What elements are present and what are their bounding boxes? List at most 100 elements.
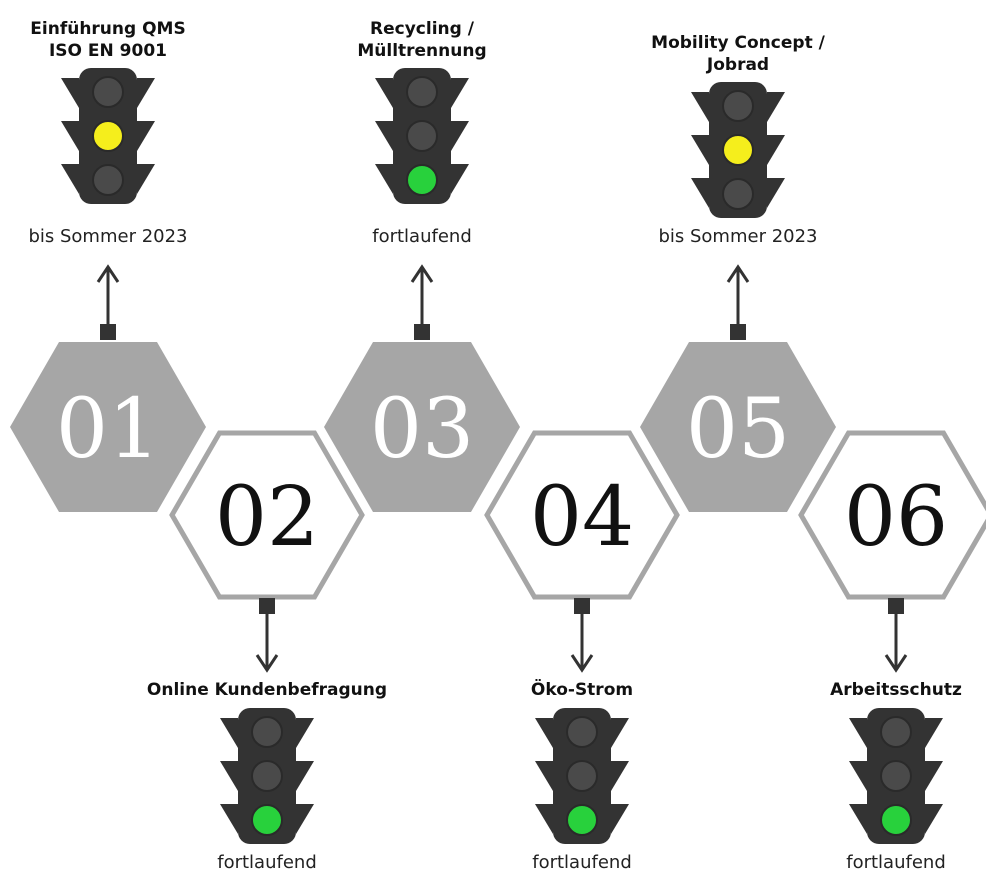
hexagon-04 — [484, 430, 680, 600]
traffic-light-flap — [611, 804, 629, 834]
traffic-light-01 — [61, 68, 155, 204]
traffic-light-flap — [375, 121, 393, 151]
title-03-line-1: Recycling / — [370, 19, 475, 39]
title-04-line-1: Öko-Strom — [531, 678, 633, 700]
traffic-light-flap — [925, 804, 943, 834]
traffic-light-flap — [691, 92, 709, 122]
hexagon-05 — [640, 342, 836, 512]
connector-node-05 — [730, 324, 746, 340]
traffic-light-flap — [137, 121, 155, 151]
green-lamp — [92, 164, 124, 196]
traffic-light-flap — [849, 718, 867, 748]
arrow-down-icon — [884, 654, 908, 673]
arrow-up-icon — [726, 264, 750, 283]
yellow-lamp — [92, 120, 124, 152]
traffic-light-flap — [925, 718, 943, 748]
traffic-light-flap — [61, 78, 79, 108]
yellow-lamp — [722, 134, 754, 166]
traffic-light-flap — [61, 164, 79, 194]
green-lamp — [566, 804, 598, 836]
traffic-light-flap — [451, 164, 469, 194]
green-lamp — [880, 804, 912, 836]
status-03: fortlaufend — [372, 226, 472, 247]
title-01-line-1: Einführung QMS — [30, 19, 185, 39]
hexagon-06 — [798, 430, 986, 600]
green-lamp — [722, 178, 754, 210]
step-number-02: 02 — [215, 470, 319, 565]
red-lamp — [880, 716, 912, 748]
title-03-line-2: Mülltrennung — [357, 41, 486, 61]
hexagon-03 — [324, 342, 520, 512]
traffic-light-flap — [611, 761, 629, 791]
title-06-line-1: Arbeitsschutz — [830, 680, 962, 700]
title-01-line-2: ISO EN 9001 — [49, 41, 167, 61]
status-04: fortlaufend — [532, 852, 632, 873]
traffic-light-flap — [296, 804, 314, 834]
red-lamp — [406, 76, 438, 108]
traffic-light-flap — [535, 761, 553, 791]
step-number-05: 05 — [686, 382, 790, 477]
traffic-light-flap — [61, 121, 79, 151]
traffic-light-02 — [220, 708, 314, 844]
status-06: fortlaufend — [846, 852, 946, 873]
status-05: bis Sommer 2023 — [658, 226, 817, 247]
traffic-light-flap — [220, 718, 238, 748]
title-02-line-1: Online Kundenbefragung — [147, 680, 387, 700]
arrow-up-icon — [410, 264, 434, 283]
traffic-light-flap — [451, 78, 469, 108]
traffic-light-flap — [849, 804, 867, 834]
traffic-light-flap — [849, 761, 867, 791]
traffic-light-flap — [691, 178, 709, 208]
green-lamp — [406, 164, 438, 196]
status-01: bis Sommer 2023 — [28, 226, 187, 247]
connector-node-04 — [574, 598, 590, 614]
yellow-lamp — [251, 760, 283, 792]
traffic-light-03 — [375, 68, 469, 204]
yellow-lamp — [566, 760, 598, 792]
traffic-light-flap — [375, 164, 393, 194]
yellow-lamp — [880, 760, 912, 792]
connector-node-03 — [414, 324, 430, 340]
step-number-01: 01 — [56, 382, 160, 477]
green-lamp — [251, 804, 283, 836]
traffic-light-05 — [691, 82, 785, 218]
red-lamp — [251, 716, 283, 748]
traffic-light-flap — [137, 78, 155, 108]
traffic-light-04 — [535, 708, 629, 844]
traffic-light-flap — [925, 761, 943, 791]
traffic-light-flap — [220, 761, 238, 791]
traffic-light-flap — [535, 804, 553, 834]
step-number-03: 03 — [370, 382, 474, 477]
hexagon-02 — [169, 430, 365, 600]
yellow-lamp — [406, 120, 438, 152]
traffic-light-flap — [375, 78, 393, 108]
traffic-light-flap — [220, 804, 238, 834]
traffic-light-flap — [296, 761, 314, 791]
connector-node-02 — [259, 598, 275, 614]
traffic-light-flap — [137, 164, 155, 194]
status-02: fortlaufend — [217, 852, 317, 873]
traffic-light-flap — [767, 92, 785, 122]
step-number-06: 06 — [844, 470, 948, 565]
step-number-04: 04 — [530, 470, 634, 565]
connector-node-06 — [888, 598, 904, 614]
connector-node-01 — [100, 324, 116, 340]
title-05-line-1: Mobility Concept / — [651, 33, 825, 53]
arrow-down-icon — [255, 654, 279, 673]
red-lamp — [722, 90, 754, 122]
arrow-up-icon — [96, 264, 120, 283]
hexagon-01 — [10, 342, 206, 512]
traffic-light-flap — [451, 121, 469, 151]
red-lamp — [566, 716, 598, 748]
traffic-light-flap — [691, 135, 709, 165]
traffic-light-06 — [849, 708, 943, 844]
traffic-light-flap — [767, 178, 785, 208]
red-lamp — [92, 76, 124, 108]
traffic-light-flap — [296, 718, 314, 748]
arrow-down-icon — [570, 654, 594, 673]
title-05-line-2: Jobrad — [706, 55, 769, 75]
traffic-light-flap — [535, 718, 553, 748]
traffic-light-flap — [611, 718, 629, 748]
traffic-light-flap — [767, 135, 785, 165]
